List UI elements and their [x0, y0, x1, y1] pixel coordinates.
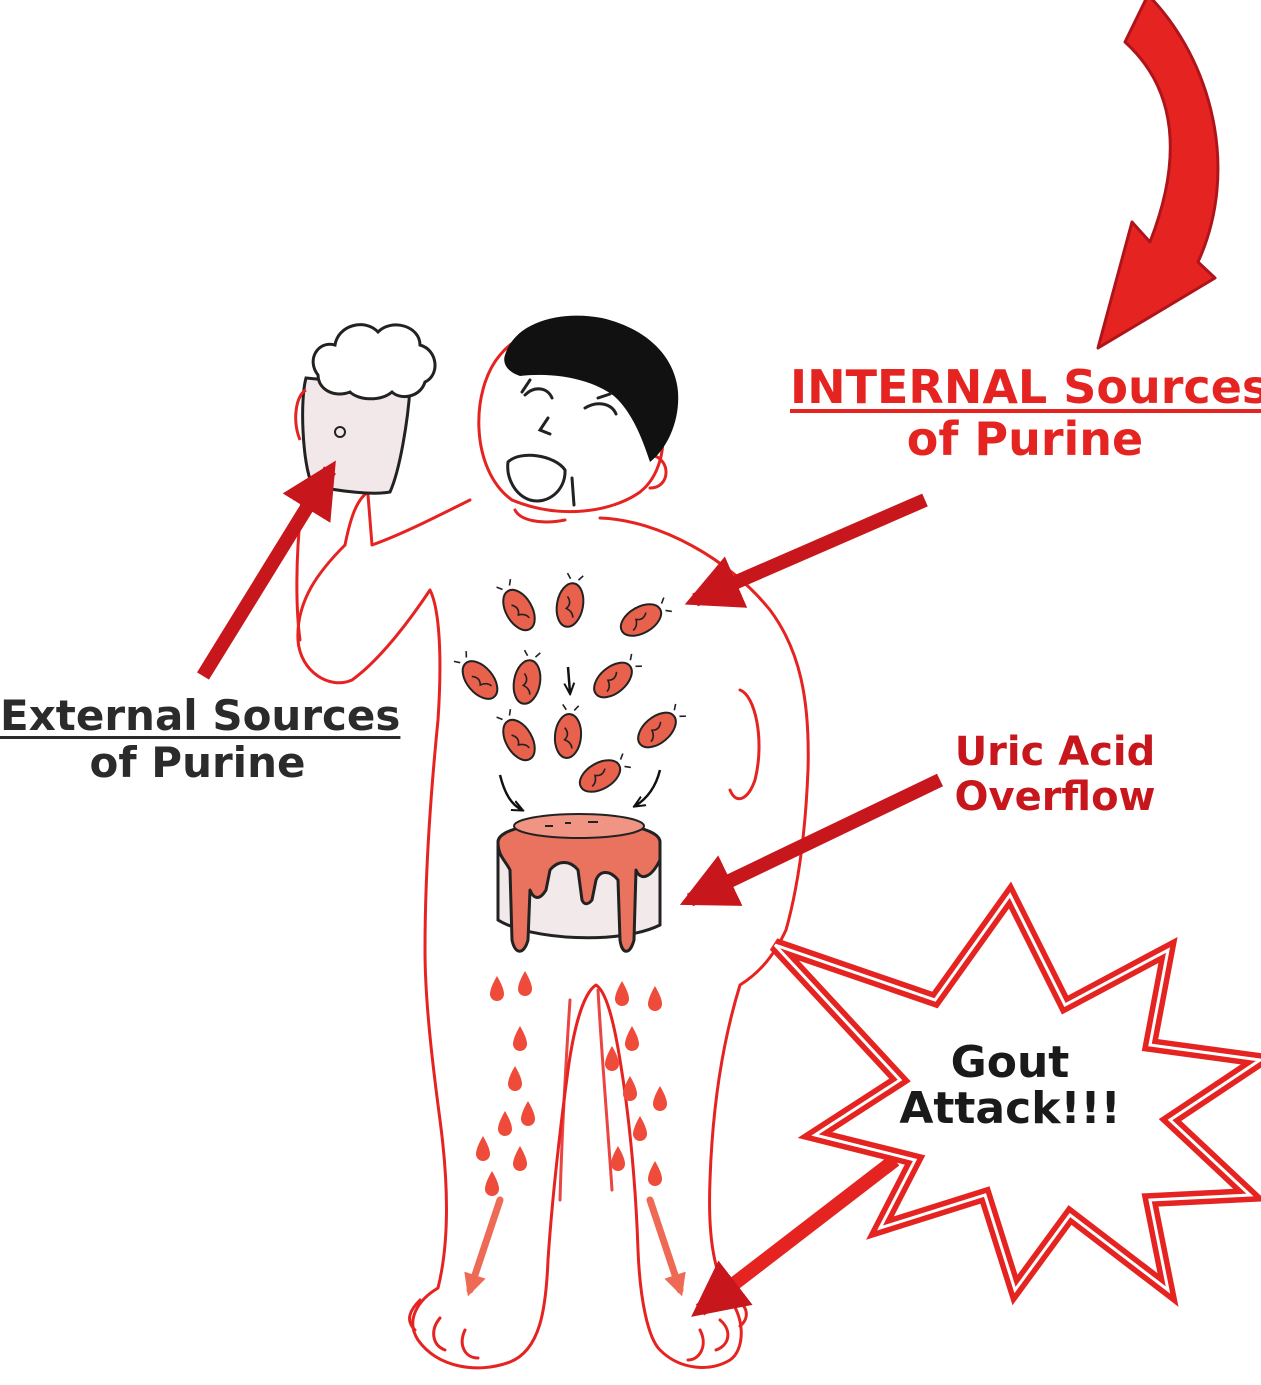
- uric-acid-droplets: [476, 971, 667, 1196]
- hair: [504, 316, 678, 462]
- curved-arrow-icon: [1098, 0, 1218, 348]
- internal-sources-label: INTERNAL Sources of Purine: [790, 362, 1260, 465]
- uric-acid-line2: Overflow: [930, 775, 1180, 820]
- uric-acid-label: Uric Acid Overflow: [930, 730, 1180, 820]
- external-sources-line1: External Sources: [0, 692, 395, 739]
- beer-mug-icon: [296, 325, 435, 493]
- external-arrow: [203, 470, 330, 676]
- external-sources-line2: of Purine: [0, 739, 395, 786]
- leg-arrows: [470, 1200, 680, 1290]
- gout-arrow: [700, 1160, 895, 1310]
- gout-attack-label: Gout Attack!!!: [885, 1040, 1135, 1132]
- face: [508, 380, 616, 505]
- gout-attack-line2: Attack!!!: [885, 1086, 1135, 1132]
- uric-acid-line1: Uric Acid: [930, 730, 1180, 775]
- uric-arrow: [690, 780, 940, 900]
- internal-sources-line2: of Purine: [790, 414, 1260, 466]
- gout-attack-line1: Gout: [885, 1040, 1135, 1086]
- internal-arrow: [695, 500, 925, 600]
- internal-sources-line1: INTERNAL Sources: [790, 362, 1260, 414]
- uric-acid-pot-icon: [498, 814, 660, 951]
- external-sources-label: External Sources of Purine: [0, 692, 395, 786]
